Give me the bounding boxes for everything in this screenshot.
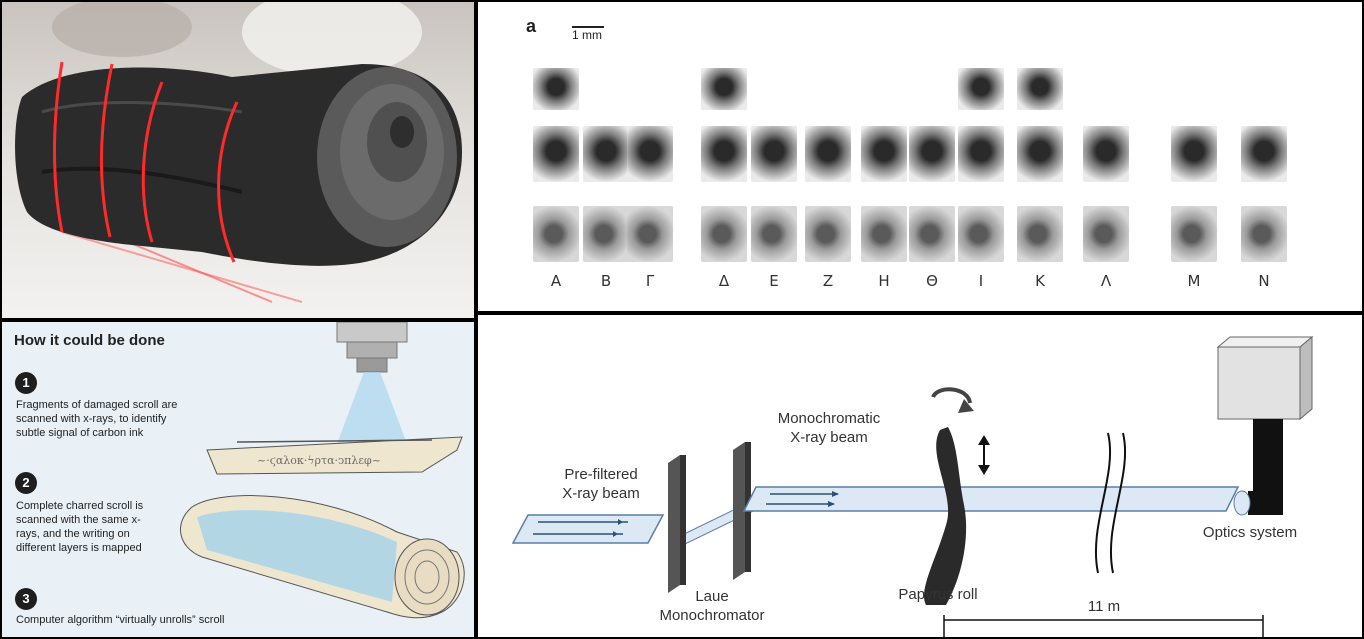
recovered-glyph-tile xyxy=(533,126,579,182)
reference-glyph-tile xyxy=(751,206,797,262)
letter-caption: A xyxy=(550,272,562,290)
step-2-number: 2 xyxy=(15,472,37,494)
panel-letter: a xyxy=(526,16,537,36)
reference-glyph-tile xyxy=(1171,206,1217,262)
recovered-glyph-tile xyxy=(909,126,955,182)
recovered-glyph-tile xyxy=(1083,126,1129,182)
fragment-ink-text: ~·ϛαλοκ·ϟρτα·ͻπλεφ~ xyxy=(257,454,381,467)
setup-panel: Pre-filtered X-ray beam Monochromatic X-… xyxy=(478,315,1362,637)
reference-glyph-tile xyxy=(909,206,955,262)
letter-caption: H xyxy=(878,272,890,290)
letter-caption: I xyxy=(978,272,984,290)
step-3-number: 3 xyxy=(15,588,37,610)
optics-system-label: Optics system xyxy=(1202,524,1298,541)
scale-label: 1 mm xyxy=(572,28,602,42)
howto-panel: ~·ϛαλοκ·ϟρτα·ͻπλεφ~ How it could be done… xyxy=(2,322,474,637)
reference-glyph-tile xyxy=(533,206,579,262)
charred-scroll-photo xyxy=(15,2,463,303)
reference-glyph-tile xyxy=(701,206,747,262)
laue-line-1: Laue xyxy=(695,588,729,605)
pre-filtered-line-2: X-ray beam xyxy=(562,485,640,502)
recovered-glyph-tile xyxy=(627,126,673,182)
letter-caption: E xyxy=(769,272,779,290)
recovered-glyph-tile xyxy=(1017,68,1063,110)
reference-glyph-tile xyxy=(1083,206,1129,262)
letter-caption: Θ xyxy=(926,272,938,290)
reference-glyph-tile xyxy=(583,206,629,262)
pre-filtered-beam-label: Pre-filtered X-ray beam xyxy=(546,465,656,503)
recovered-glyph-tile xyxy=(1241,126,1287,182)
recovered-glyph-tile xyxy=(805,126,851,182)
step-1-text: Fragments of damaged scroll are scanned … xyxy=(16,399,178,439)
recovered-glyph-tile xyxy=(1171,126,1217,182)
letter-caption: M xyxy=(1187,272,1201,290)
letter-caption: K xyxy=(1035,272,1045,290)
monochromatic-line-1: Monochromatic xyxy=(777,410,881,427)
setup-diagram xyxy=(511,335,1314,637)
letter-caption: Γ xyxy=(645,272,655,290)
reference-glyph-tile xyxy=(1241,206,1287,262)
letter-caption: B xyxy=(600,272,612,290)
recovered-glyph-tile xyxy=(583,126,629,182)
reference-glyph-tile xyxy=(958,206,1004,262)
scale-bar xyxy=(572,26,604,28)
reference-glyph-tile xyxy=(861,206,907,262)
papyrus-roll-label: Papyrus roll xyxy=(898,586,978,603)
recovered-glyph-tile xyxy=(1017,126,1063,182)
distance-label: 11 m xyxy=(1087,598,1121,615)
reference-glyph-tile xyxy=(1017,206,1063,262)
monochromatic-line-2: X-ray beam xyxy=(790,429,868,446)
letters-panel: a 1 mm A B Γ Δ E Z H Θ I K Λ M N xyxy=(478,2,1362,311)
recovered-glyph-tile xyxy=(701,68,747,110)
howto-illustration: ~·ϛαλοκ·ϟρτα·ͻπλεφ~ xyxy=(180,322,465,619)
recovered-glyph-tile xyxy=(958,126,1004,182)
letter-caption: Δ xyxy=(718,272,730,290)
reference-glyph-tile xyxy=(627,206,673,262)
scroll-photo-panel xyxy=(2,2,474,318)
letter-caption: Λ xyxy=(1100,272,1112,290)
recovered-glyph-tile xyxy=(861,126,907,182)
pre-filtered-line-1: Pre-filtered xyxy=(564,466,638,483)
monochromatic-beam-label: Monochromatic X-ray beam xyxy=(762,409,896,447)
recovered-glyph-tile xyxy=(533,68,579,110)
laue-monochromator-label: Laue Monochromator xyxy=(646,587,778,625)
howto-title: How it could be done xyxy=(14,332,165,349)
step-2-text: Complete charred scroll is scanned with … xyxy=(16,500,144,554)
laue-line-2: Monochromator xyxy=(659,607,765,624)
recovered-glyph-tile xyxy=(751,126,797,182)
reference-glyph-tile xyxy=(805,206,851,262)
recovered-glyph-tile xyxy=(958,68,1004,110)
step-1-number: 1 xyxy=(15,372,37,394)
recovered-glyph-tile xyxy=(701,126,747,182)
step-3-text: Computer algorithm “virtually unrolls” s… xyxy=(16,614,225,626)
letter-caption: N xyxy=(1258,272,1270,290)
letter-caption: Z xyxy=(822,272,834,290)
